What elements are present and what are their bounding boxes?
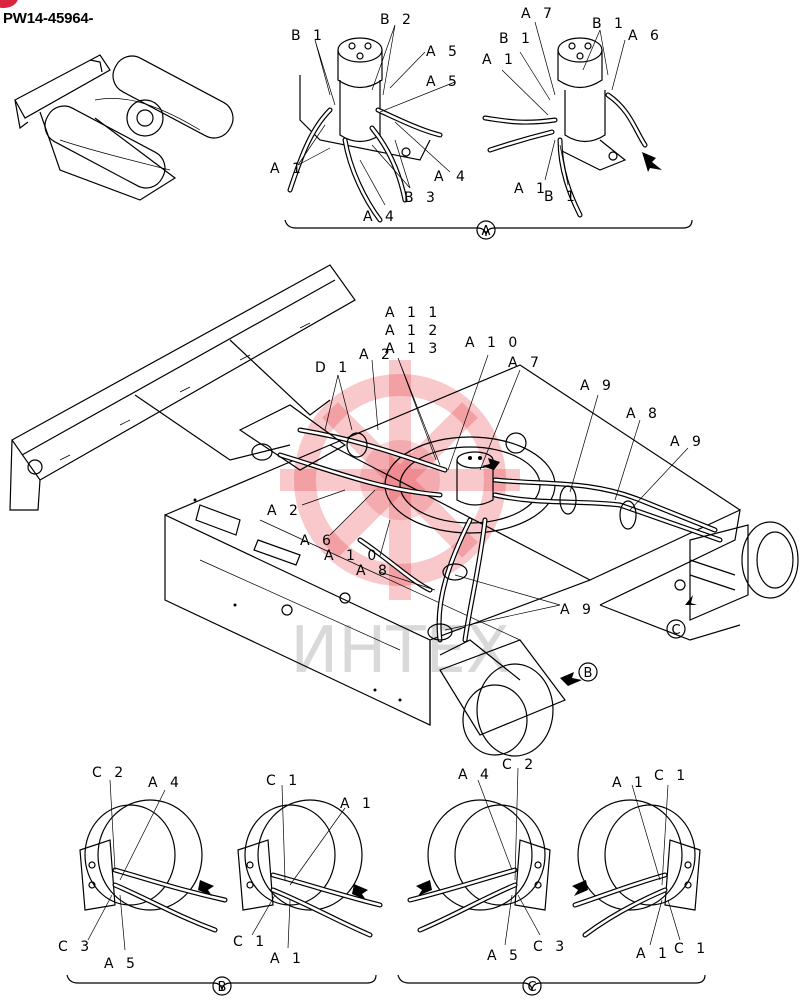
view-b-label-c3: C 3 (58, 939, 93, 955)
view-c-label-c2: C 2 (502, 757, 537, 773)
view-a-marker: A (482, 224, 491, 239)
view-a-label-a6: A 6 (628, 28, 663, 44)
view-a-swivel-joint (284, 37, 693, 240)
view-a-label-a1: A 1 (270, 161, 305, 177)
main-label-a2: A 2 (359, 347, 394, 363)
document-id: PW14-45964- (3, 10, 94, 27)
main-label-a9-2: A 9 (670, 434, 705, 450)
view-c-label-c1: C 1 (654, 768, 689, 784)
view-c-label-c3: C 3 (533, 939, 568, 955)
main-label-d1: D 1 (315, 360, 351, 376)
view-c-marker: C (527, 980, 536, 995)
thumbnail-undercarriage (14, 54, 234, 201)
view-b-label-a4: A 4 (148, 775, 183, 791)
view-a-leaders (297, 21, 626, 206)
view-a-label-b1-4: B 1 (544, 189, 579, 205)
main-label-a12: A 1 2 (385, 323, 441, 339)
ref-c-circle (666, 619, 686, 639)
view-a-label-b3: B 3 (404, 190, 439, 206)
view-a-label-a7: A 7 (521, 6, 556, 22)
view-a-label-a1-3: A 1 (514, 181, 549, 197)
view-c-label-a1: A 1 (612, 775, 647, 791)
watermark-text: ИНТЕХ (290, 614, 509, 688)
view-a-label-b2: B 2 (380, 12, 415, 28)
view-c-label-a1-2: A 1 (636, 946, 671, 962)
ref-b-circle (578, 662, 598, 682)
view-a-label-a4: A 4 (434, 169, 469, 185)
view-b-label-c1: C 1 (266, 773, 301, 789)
view-b-label-c1-2: C 1 (233, 934, 268, 950)
main-label-a2-2: A 2 (267, 503, 302, 519)
view-a-label-a1-2: A 1 (482, 52, 517, 68)
view-a-label-a5-2: A 5 (426, 74, 461, 90)
main-label-a8: A 8 (626, 406, 661, 422)
view-a-label-a5: A 5 (426, 44, 461, 60)
main-label-a8-2: A 8 (356, 563, 391, 579)
view-b-label-c2: C 2 (92, 765, 127, 781)
view-c-label-c1-2: C 1 (674, 941, 709, 957)
view-b-label-a5: A 5 (104, 956, 139, 972)
view-b-marker: B (218, 980, 227, 995)
main-label-a10-2: A 1 0 (324, 548, 380, 564)
view-c-travel-motors (397, 767, 706, 996)
main-label-a7: A 7 (508, 355, 543, 371)
main-label-a10: A 1 0 (465, 335, 521, 351)
view-b-travel-motors (66, 779, 383, 996)
view-a-label-b1: B 1 (291, 28, 326, 44)
view-a-label-b1-2: B 1 (592, 16, 627, 32)
view-a-label-a4-2: A 4 (363, 209, 398, 225)
main-view-leaders (301, 354, 689, 631)
view-a-label-b1-3: B 1 (499, 31, 534, 47)
view-c-label-a5: A 5 (487, 948, 522, 964)
main-label-a6: A 6 (300, 533, 335, 549)
view-b-label-a1: A 1 (340, 796, 375, 812)
main-label-a9-3: A 9 (560, 602, 595, 618)
main-label-a9: A 9 (580, 378, 615, 394)
main-ref-b: B (584, 666, 593, 681)
main-undercarriage-view (9, 264, 799, 757)
view-c-label-a4: A 4 (458, 767, 493, 783)
view-b-label-a1-2: A 1 (270, 951, 305, 967)
main-label-a11: A 1 1 (385, 305, 441, 321)
main-ref-c: C (671, 623, 680, 638)
corner-marker (0, 0, 18, 8)
main-label-a13: A 1 3 (385, 341, 441, 357)
